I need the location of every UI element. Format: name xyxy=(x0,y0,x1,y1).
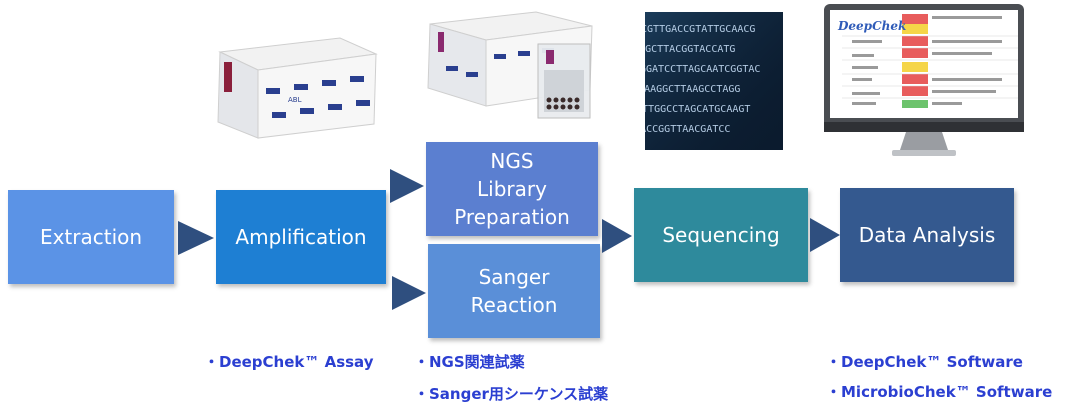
arrow-right-icon xyxy=(392,276,426,310)
reagent-kit-image xyxy=(426,10,596,122)
kit-box-brand-text: ABL xyxy=(288,96,302,104)
dna-row: CCGTAAGGCTTAAGCCTAGG xyxy=(645,84,740,95)
software-monitor-image: DeepChek xyxy=(822,2,1027,164)
arrow-right-icon xyxy=(390,169,424,203)
assay-caption: ・DeepChek™ Assay xyxy=(204,353,374,371)
deepchek-software-caption: ・DeepChek™ Software xyxy=(826,353,1023,371)
sequencing-label: Sequencing xyxy=(662,223,780,247)
dna-row: GGATCCTTAGCAATCGGTAC xyxy=(645,64,760,75)
monitor-logo-text: DeepChek xyxy=(837,19,906,33)
dna-row: CGATTACCGGTTAACGATCC xyxy=(645,124,730,135)
arrow-right-icon xyxy=(178,221,214,255)
ngs-library-preparation-step: NGS Library Preparation xyxy=(426,142,598,236)
sanger-reagent-caption: ・Sanger用シーケンス試薬 xyxy=(414,385,609,403)
dna-row: ACGTTGACCGTATTGCAACG xyxy=(645,24,755,35)
assay-kit-box-image: ABL xyxy=(210,30,378,142)
sequencing-step: Sequencing xyxy=(634,188,808,282)
ngs-label-line2: Library xyxy=(477,177,547,201)
data-analysis-label: Data Analysis xyxy=(858,223,996,247)
dna-sequence-image: ACGTTGACCGTATTGCAACG TGCAAGCTTACGGTACCAT… xyxy=(645,12,783,150)
ngs-reagent-caption: ・NGS関連試薬 xyxy=(414,353,525,371)
ngs-label-line1: NGS xyxy=(490,149,534,173)
arrow-right-icon xyxy=(602,219,632,253)
microbiochek-software-caption: ・MicrobioChek™ Software xyxy=(826,383,1053,401)
sanger-reaction-step: Sanger Reaction xyxy=(428,244,600,338)
sanger-label-line2: Reaction xyxy=(470,293,558,317)
amplification-label: Amplification xyxy=(235,225,367,249)
ngs-label-line3: Preparation xyxy=(454,205,570,229)
extraction-step: Extraction xyxy=(8,190,174,284)
extraction-label: Extraction xyxy=(39,225,143,249)
sanger-label-line1: Sanger xyxy=(478,265,550,289)
amplification-step: Amplification xyxy=(216,190,386,284)
dna-row: AATTGGCCTAGCATGCAAGT xyxy=(645,104,750,115)
arrow-right-icon xyxy=(810,218,840,252)
dna-row: TGCAAGCTTACGGTACCATG xyxy=(645,44,735,55)
data-analysis-step: Data Analysis xyxy=(840,188,1014,282)
